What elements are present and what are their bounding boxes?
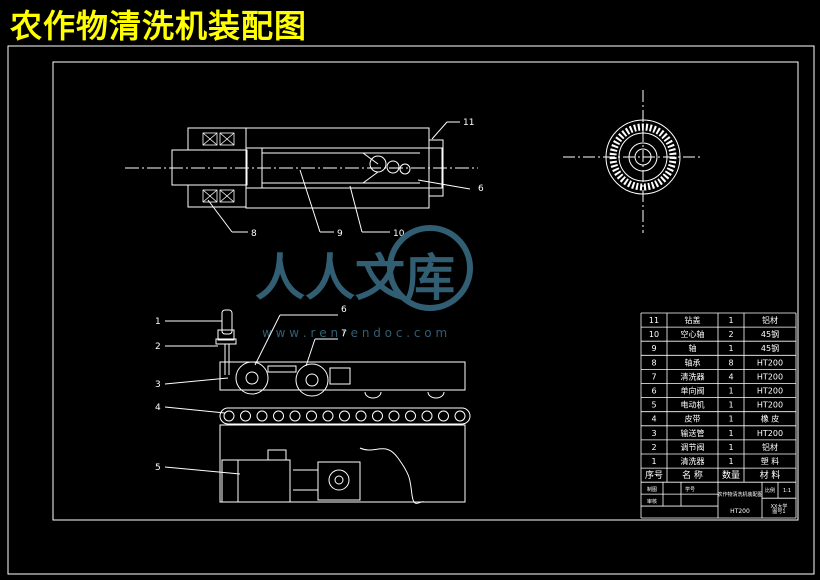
bom-row-name: 输送管 [681,428,705,438]
inner-frame [52,61,799,521]
belt-roller [306,410,317,422]
belt-roller [438,410,449,422]
front-view-callouts: 1 2 3 4 5 6 7 [155,305,347,475]
callout-7-front: 7 [341,329,347,339]
bom-row-name: 调节阀 [681,443,705,452]
bom-row-name: 空心轴 [681,329,705,339]
belt-roller [339,410,350,422]
outer-frame [7,45,815,575]
bom-row-name: 钻盖 [685,315,701,325]
bom-row-no: 6 [651,387,656,396]
bom-row-material: 45钢 [761,329,779,339]
belt-roller [256,410,268,422]
belt-roller [421,410,433,422]
title-block-drawn: 制图 [647,486,657,493]
bom-row-name: 清洗器 [681,371,705,381]
bom-header-material: 材 料 [760,469,781,481]
callout-10: 10 [393,229,405,239]
bom-row-material: HT200 [757,429,783,438]
bom-row-qty: 1 [728,415,733,424]
title-block-student: 学号 [685,486,695,493]
bom-row-material: 45钢 [761,343,779,353]
belt-roller [289,410,301,422]
bom-row-qty: 1 [728,401,733,410]
belt-roller [372,410,383,422]
belt-roller [405,410,416,422]
bom-row-no: 3 [651,429,656,438]
section-view [125,127,478,209]
title-block-scale-label: 比例 [765,487,775,494]
belt-roller [223,410,235,422]
callout-2: 2 [155,342,161,352]
watermark: 人人文库 w w w . r e n r e n d o c . c o m [255,225,473,340]
callout-1: 1 [155,317,161,327]
bom-row-no: 2 [651,443,656,452]
bom-row-qty: 1 [728,443,733,452]
bom-row-name: 电动机 [681,400,705,410]
callout-6-front: 6 [341,305,347,315]
bom-header-qty: 数量 [722,469,740,481]
bom-row-name: 清洗器 [681,456,705,466]
bom-row-name: 皮带 [685,414,701,424]
watermark-brand: 人人文库 [255,249,455,307]
bom-row-no: 4 [651,415,656,424]
bom-row-no: 8 [651,358,656,367]
bom-row-qty: 1 [728,344,733,353]
callout-9: 9 [337,229,343,239]
title-block-checked: 审核 [647,498,657,505]
belt-roller [322,410,334,422]
belt-roller [355,410,367,422]
bom-row-material: 铝材 [762,315,778,325]
belt-roller [388,410,400,422]
drawing-title: 农作物清洗机装配图 [10,7,308,45]
bom-row-no: 1 [651,457,656,466]
bom-row-qty: 4 [728,372,733,381]
bom-row-material: 铝材 [762,442,778,452]
bom-row-no: 11 [649,316,659,325]
bom-row-material: HT200 [757,358,783,367]
callout-8: 8 [251,229,257,239]
belt-roller [454,410,466,422]
callout-4: 4 [155,403,161,413]
bom-row-qty: 1 [728,429,733,438]
bom-row-qty: 1 [728,387,733,396]
bom-row-material: 塑 料 [761,456,780,466]
bom-row-qty: 1 [728,457,733,466]
bom-header-name: 名 称 [682,469,703,481]
belt-roller [273,410,284,422]
callout-11: 11 [463,118,474,128]
bom-header-no: 序号 [645,469,663,481]
bom-row-material: HT200 [757,387,783,396]
bom-row-no: 10 [649,330,659,339]
end-view [563,90,702,233]
title-block-sheet: 图号1 [772,509,785,515]
bom-row-name: 轴承 [685,357,701,367]
bom-row-qty: 8 [728,358,733,367]
callout-6: 6 [478,184,484,194]
callout-3: 3 [155,380,161,390]
front-view [215,309,471,504]
bom-row-name: 轴 [689,343,697,353]
bom-row-material: HT200 [757,372,783,381]
bom-row-qty: 2 [728,330,733,339]
watermark-url: w w w . r e n r e n d o c . c o m [262,326,447,340]
bom-row-no: 5 [651,401,656,410]
section-view-callouts: 11 6 8 9 10 [207,118,484,239]
callout-5: 5 [155,463,161,473]
title-block-material: HT200 [730,508,750,515]
bom-row-material: HT200 [757,401,783,410]
bom-row-no: 7 [651,372,656,381]
bom-row-qty: 1 [728,316,733,325]
title-block-school: XX大学 [771,503,788,510]
belt-roller [240,410,251,422]
bom-row-name: 单向阀 [681,386,705,396]
title-block-drawing-name: 农作物清洗机装配图 [717,491,762,498]
bom-row-material: 橡 皮 [761,414,780,424]
title-block-scale: 1:1 [783,488,791,494]
bom-row-no: 9 [651,344,656,353]
